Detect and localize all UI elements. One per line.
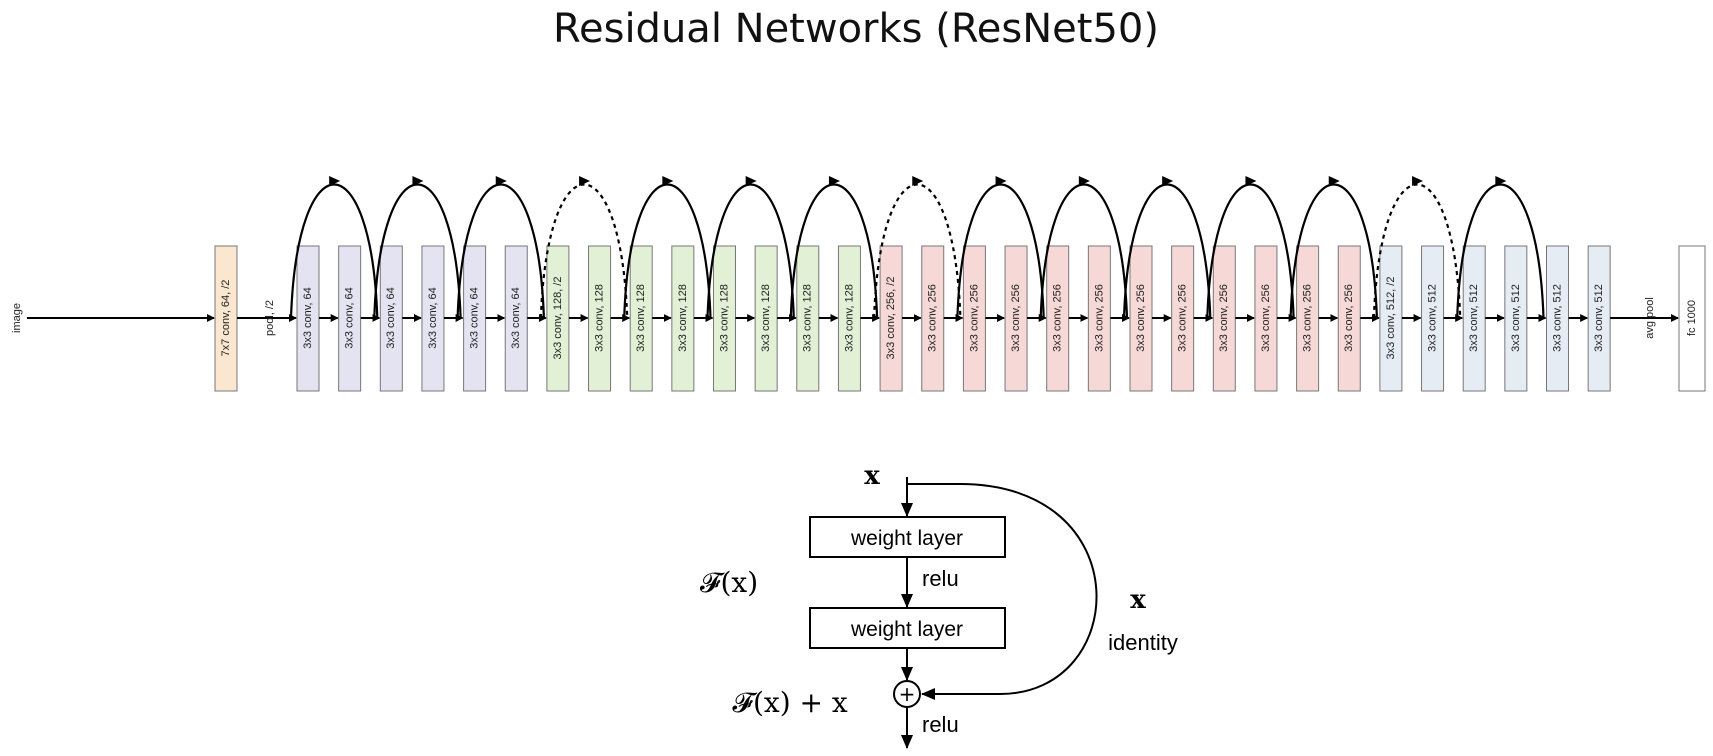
- residual-block: x weight layer relu 𝓕(x) weight layer + …: [700, 461, 1178, 749]
- conv7x7-label: 7x7 conv, 64, /2: [220, 280, 232, 357]
- identity-shortcut: [1122, 183, 1212, 319]
- conv-layer-label: 3x3 conv, 128: [718, 284, 730, 352]
- identity-shortcut: [789, 183, 879, 319]
- shortcut-arrowhead: [1328, 176, 1340, 186]
- sum-label: 𝓕(x) + x: [732, 686, 848, 719]
- conv-layer-label: 3x3 conv, 512: [1468, 284, 1480, 352]
- conv-layer-label: 3x3 conv, 128: [677, 284, 689, 352]
- fc-box: [1678, 245, 1706, 392]
- identity-shortcut: [289, 183, 379, 319]
- conv-layer-label: 3x3 conv, 512: [1593, 284, 1605, 352]
- identity-shortcut: [623, 183, 712, 319]
- shortcut-arrowhead: [995, 176, 1007, 186]
- conv-layer-label: 3x3 conv, 256: [1343, 284, 1355, 352]
- conv-layer-label: 3x3 conv, 256: [1177, 284, 1189, 352]
- shortcut-arrowhead: [1245, 176, 1257, 186]
- identity-shortcut: [373, 183, 462, 319]
- conv-layer-label: 3x3 conv, 128: [843, 284, 855, 352]
- image-label: image: [11, 303, 23, 333]
- conv-layer-label: 3x3 conv, 64: [344, 287, 356, 349]
- relu-2-label: relu: [922, 712, 959, 737]
- identity-label: identity: [1108, 630, 1178, 655]
- conv-layer-label: 3x3 conv, 64: [510, 287, 522, 349]
- conv-layer-label: 3x3 conv, 64: [469, 287, 481, 349]
- conv-layer-label: 3x3 conv, 512: [1510, 284, 1522, 352]
- identity-shortcut: [907, 483, 1098, 700]
- shortcut-arrowhead: [579, 176, 591, 186]
- conv-layer-label: 3x3 conv, 128: [802, 284, 814, 352]
- weight-layer-2-box: [809, 607, 1006, 649]
- identity-x: x: [1130, 585, 1146, 615]
- conv-layer-label: 3x3 conv, 256: [1135, 284, 1147, 352]
- shortcut-arrowhead: [1162, 176, 1174, 186]
- shortcut-arrowhead: [495, 176, 507, 186]
- weight-layer-1-label: weight layer: [850, 527, 963, 550]
- plus-icon: +: [899, 682, 916, 706]
- conv-layer-label: 3x3 conv, 512: [1426, 284, 1438, 352]
- shortcut-arrowhead: [1078, 176, 1090, 186]
- conv-layer-label: 3x3 conv, 256: [1302, 284, 1314, 352]
- fc-label: fc 1000: [1686, 300, 1698, 336]
- network-layers: image 7x7 conv, 64, /2 pool, /2 3x3 conv, 6…: [11, 176, 1706, 392]
- conv-layer-label: 3x3 conv, 512, /2: [1385, 277, 1397, 360]
- conv-layer-label: 3x3 conv, 256, /2: [885, 277, 897, 360]
- conv-layer-label: 3x3 conv, 128: [635, 284, 647, 352]
- identity-shortcut: [1289, 183, 1378, 319]
- conv-layer-label: 3x3 conv, 128, /2: [552, 277, 564, 360]
- conv-layer-label: 3x3 conv, 256: [1052, 284, 1064, 352]
- relu-1-label: relu: [922, 566, 959, 591]
- identity-shortcut: [956, 183, 1045, 319]
- conv-layer-label: 3x3 conv, 64: [385, 287, 397, 349]
- conv-layer-label: 3x3 conv, 256: [927, 284, 939, 352]
- identity-shortcut: [1039, 183, 1129, 319]
- conv-layer-label: 3x3 conv, 128: [760, 284, 772, 352]
- conv-layer-label: 3x3 conv, 256: [1218, 284, 1230, 352]
- conv-layer-label: 3x3 conv, 256: [968, 284, 980, 352]
- page-title: Residual Networks (ResNet50): [553, 6, 1159, 52]
- shortcut-arrowhead: [329, 176, 341, 186]
- conv-layer-label: 3x3 conv, 512: [1551, 284, 1563, 352]
- shortcut-arrowhead: [1495, 176, 1507, 186]
- conv-layer-label: 3x3 conv, 256: [1010, 284, 1022, 352]
- weight-layer-2-label: weight layer: [850, 618, 963, 641]
- pool-label: pool, /2: [264, 300, 276, 336]
- conv-layer-label: 3x3 conv, 64: [427, 287, 439, 349]
- identity-shortcut: [706, 183, 795, 319]
- shortcut-arrowhead: [745, 176, 757, 186]
- projection-shortcut: [539, 183, 629, 319]
- projection-shortcut: [873, 183, 962, 319]
- conv-layer-label: 3x3 conv, 256: [1093, 284, 1105, 352]
- block-input-x: x: [864, 461, 880, 491]
- shortcut-arrowhead: [1412, 176, 1424, 186]
- conv-layer-label: 3x3 conv, 128: [593, 284, 605, 352]
- shortcut-arrowhead: [912, 176, 924, 186]
- shortcut-arrowhead: [662, 176, 674, 186]
- fx-label: 𝓕(x): [700, 566, 758, 599]
- conv-layer-label: 3x3 conv, 256: [1260, 284, 1272, 352]
- identity-shortcut: [1456, 183, 1545, 319]
- identity-shortcut: [456, 183, 545, 319]
- conv-layer-label: 3x3 conv, 64: [302, 287, 314, 349]
- avgpool-label: avg pool: [1644, 297, 1656, 339]
- projection-shortcut: [1372, 183, 1462, 319]
- shortcut-arrowhead: [828, 176, 840, 186]
- identity-shortcut: [1206, 183, 1295, 319]
- shortcut-arrowhead: [412, 176, 424, 186]
